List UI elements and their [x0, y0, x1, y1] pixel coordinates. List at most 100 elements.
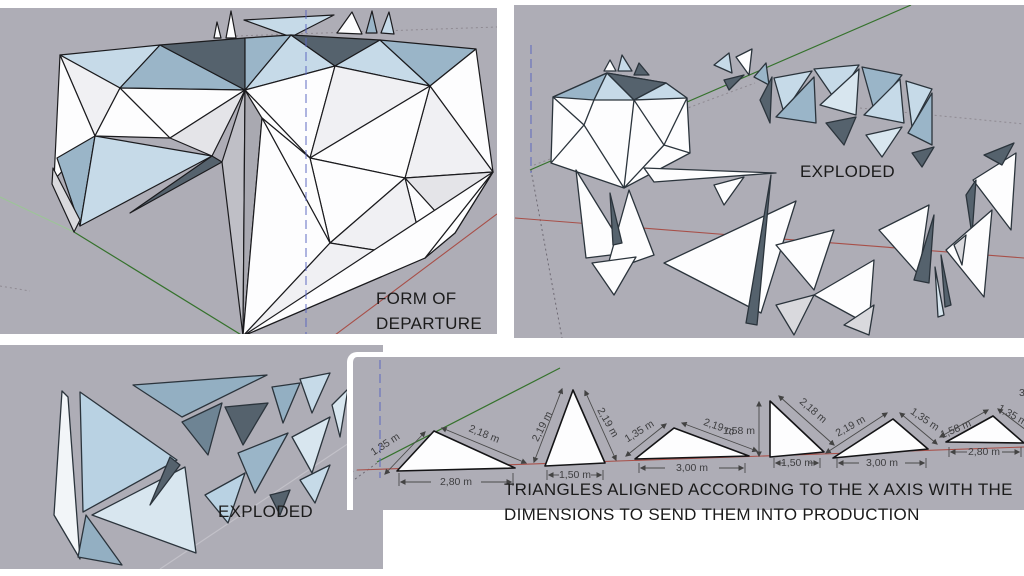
- dimension-line: [938, 409, 990, 438]
- facet: [865, 126, 903, 158]
- facet: [77, 514, 123, 566]
- caption-production-line2: DIMENSIONS TO SEND THEM INTO PRODUCTION: [504, 505, 920, 524]
- dimension-line: [997, 408, 1024, 434]
- facet: [905, 80, 933, 128]
- mini-model-edges: [550, 96, 691, 189]
- facet: [972, 152, 1017, 231]
- dim-label-t4-right: 2,18 m: [797, 396, 829, 426]
- spike-group: [213, 10, 395, 39]
- facet: [775, 229, 835, 291]
- rim-facet-group: [59, 34, 477, 91]
- axis-dotted-origin: [353, 462, 378, 482]
- right-cluster-group: [934, 142, 1017, 318]
- facet: [91, 466, 197, 554]
- dimension-line: [778, 395, 835, 446]
- green-axis-negative: [0, 196, 75, 233]
- production-drawing: 1,35 m 2,18 m 2,80 m 2,19 m 2,19 m 1,50 …: [353, 360, 1024, 488]
- dim-label-t1-base: 2,80 m: [440, 476, 472, 488]
- facet: [843, 304, 875, 336]
- facet: [775, 294, 815, 336]
- facet: [243, 14, 335, 38]
- mini-model-group: [550, 48, 770, 189]
- dim-label-t3-base: 3,00 m: [676, 462, 708, 474]
- dim-label-t5-left: 2,19 m: [834, 413, 868, 439]
- red-axis: [335, 213, 497, 334]
- facet: [331, 388, 349, 438]
- facet: [983, 142, 1015, 166]
- facet: [149, 456, 181, 506]
- facet: [633, 82, 688, 101]
- red-axis-negative-dotted: [353, 469, 358, 473]
- panel-exploded-bottom-left: [0, 345, 383, 569]
- dimension-line: [899, 412, 938, 445]
- facet: [753, 62, 770, 86]
- facet: [129, 155, 223, 214]
- facet: [953, 234, 967, 266]
- facet: [603, 59, 617, 72]
- body-facet-group: [51, 48, 494, 334]
- facet: [617, 54, 633, 72]
- panel-exploded-top-right: [514, 5, 1024, 338]
- caption-exploded-top-right: EXPLODED: [800, 162, 895, 181]
- facet: [878, 204, 930, 276]
- facet: [940, 254, 952, 308]
- dimension-line: [584, 389, 617, 462]
- caption-form-of-departure: FORM OF DEPARTURE: [376, 286, 482, 336]
- facet: [913, 214, 935, 284]
- facet: [775, 76, 817, 124]
- facet: [132, 374, 268, 418]
- dimension-line: [440, 427, 528, 464]
- dim-label-t4-left: 1,58 m: [723, 425, 755, 437]
- dimension-line: [625, 423, 667, 457]
- facet: [825, 116, 857, 146]
- dim-label-t6-base: 2,80 m: [968, 446, 1000, 458]
- production-triangle-2: [544, 389, 606, 467]
- facet: [911, 146, 935, 168]
- facet: [945, 209, 993, 298]
- facet: [633, 62, 650, 76]
- facet: [51, 167, 81, 233]
- dimension-line: [680, 421, 759, 453]
- facet: [269, 489, 291, 516]
- dim-label-t1-left: 1,35 m: [369, 431, 403, 459]
- dim-label-t4-base: 1,50 m: [781, 457, 813, 469]
- facet: [365, 10, 378, 34]
- facet: [773, 70, 813, 114]
- facet: [713, 52, 733, 74]
- facet: [380, 11, 395, 35]
- exploded-bottom-drawing: [53, 372, 353, 569]
- facet: [713, 176, 745, 206]
- facet: [291, 416, 331, 474]
- panel-production-triangles: 1,35 m 2,18 m 2,80 m 2,19 m 2,19 m 1,50 …: [347, 352, 1024, 510]
- form-model-drawing: [0, 10, 497, 334]
- dim-label-t2-right: 2,19 m: [594, 406, 621, 440]
- facet: [965, 179, 977, 236]
- axis-dotted-1: [533, 82, 756, 166]
- dim-label-t5-base: 3,00 m: [866, 457, 898, 469]
- panel-form-of-departure: [0, 8, 497, 334]
- facet: [299, 372, 331, 414]
- facet: [643, 167, 777, 183]
- facet: [663, 200, 797, 314]
- dim-label-t2-left: 2,19 m: [530, 409, 555, 443]
- facet: [79, 135, 213, 227]
- facet: [169, 89, 246, 157]
- facet: [53, 390, 81, 560]
- blue-axis-negative-dotted: [530, 169, 563, 338]
- caption-production-line1: TRIANGLES ALIGNED ACCORDING TO THE X AXI…: [504, 480, 1013, 499]
- facet: [244, 171, 494, 334]
- caption-exploded-bottom-left: EXPLODED: [218, 502, 313, 521]
- facet: [934, 266, 945, 318]
- dimension-line: [532, 387, 564, 464]
- caption-form-of-departure-line2: DEPARTURE: [376, 314, 482, 333]
- triangle-scatter-group: [575, 167, 935, 336]
- facet: [907, 92, 933, 146]
- dim-label-t1-right: 2,18 m: [467, 423, 501, 446]
- facet: [723, 74, 745, 91]
- facet: [224, 402, 269, 446]
- facet: [336, 11, 363, 35]
- facet: [759, 76, 773, 124]
- exploded-top-drawing: [514, 5, 1024, 338]
- dimension-line: [825, 412, 888, 454]
